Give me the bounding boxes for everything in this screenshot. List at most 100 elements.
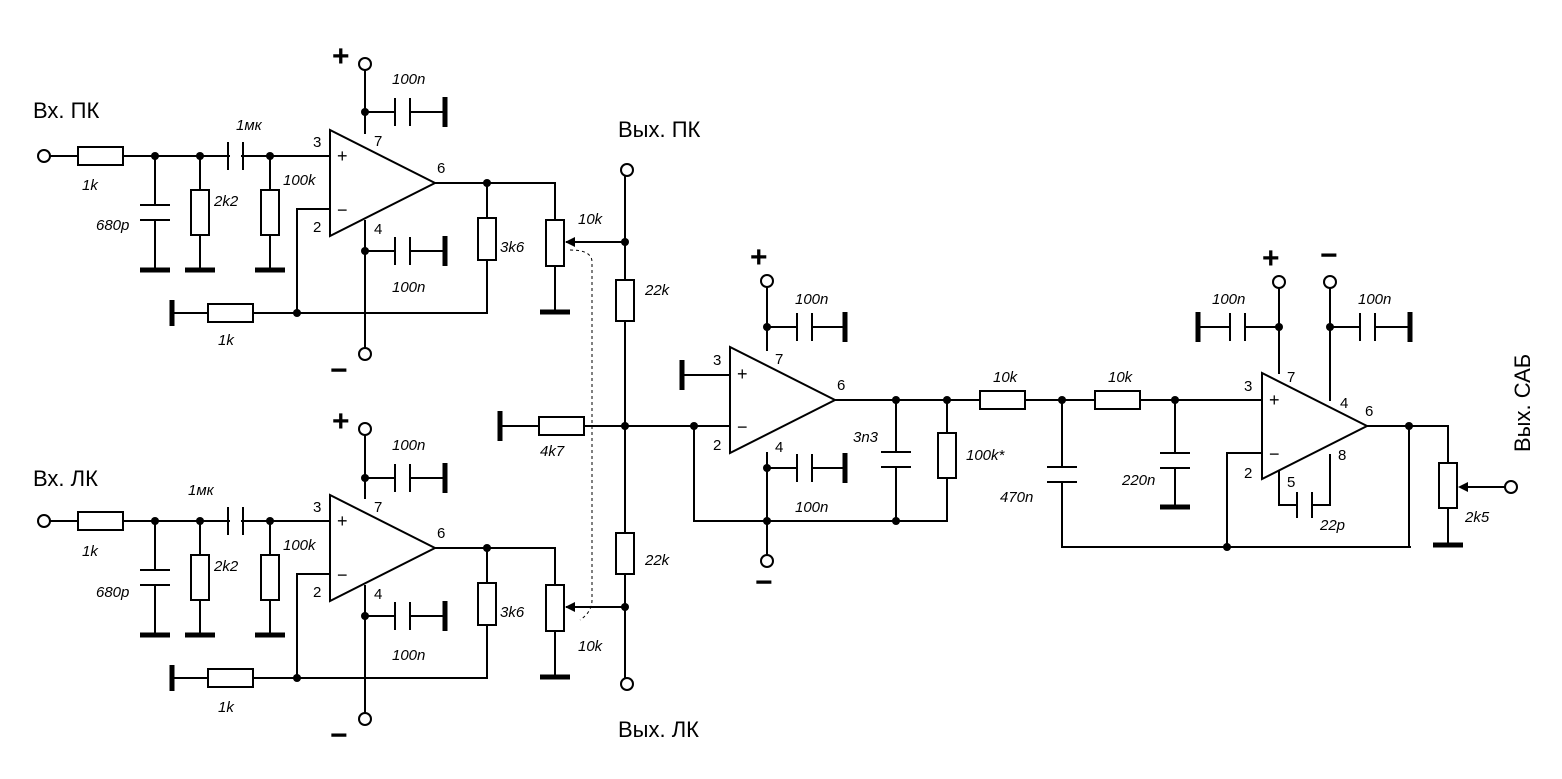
value-r2k2-top: 2k2: [213, 193, 239, 210]
opamp-top-plus: +: [337, 146, 348, 166]
supply-minus-middle: −: [755, 566, 773, 599]
value-r4k7: 4k7: [540, 443, 565, 460]
value-c22p: 22p: [1319, 517, 1345, 534]
supply-plus-terminal-middle: [760, 274, 774, 288]
value-c100n-top-a: 100n: [392, 71, 425, 88]
svg-text:4: 4: [775, 439, 783, 456]
opamp-bottom-minus: −: [337, 565, 348, 585]
resistor-3k6-top: [477, 217, 497, 261]
resistor-3k6-bottom: [477, 582, 497, 626]
value-r10k-filter-b: 10k: [1108, 369, 1134, 386]
value-c680p-bottom: 680p: [96, 584, 129, 601]
svg-text:4: 4: [1340, 395, 1348, 412]
svg-text:6: 6: [837, 377, 845, 394]
svg-text:6: 6: [1365, 403, 1373, 420]
value-r1k-bottom: 1k: [82, 543, 99, 560]
svg-text:2: 2: [313, 584, 321, 601]
label-out-sub: Вых. САБ: [1510, 354, 1535, 452]
svg-text:3: 3: [313, 499, 321, 516]
resistor-10k-filter-b: [1094, 390, 1141, 410]
resistor-1k-top: [77, 146, 124, 166]
value-r22k-top: 22k: [644, 282, 671, 299]
value-c680p-top: 680p: [96, 217, 129, 234]
value-r1k-feedback-bottom: 1k: [218, 699, 235, 716]
svg-text:6: 6: [437, 525, 445, 542]
value-c100n-sub-a: 100n: [1212, 291, 1245, 308]
value-c100n-middle-b: 100n: [795, 499, 828, 516]
svg-text:3: 3: [1244, 378, 1252, 395]
value-c100n-bottom-b: 100n: [392, 647, 425, 664]
value-c1mk-bottom: 1мк: [188, 482, 215, 499]
label-out-left: Вых. ЛК: [618, 717, 699, 742]
output-terminal-right: [620, 163, 634, 177]
opamp-middle-plus: +: [737, 364, 748, 384]
svg-text:3: 3: [313, 134, 321, 151]
supply-minus-terminal-bottom: [358, 712, 372, 726]
supply-plus-bottom: +: [332, 405, 350, 438]
potentiometer-10k-top: [545, 219, 565, 267]
value-r100k-bottom: 100k: [283, 537, 317, 554]
mixer-stage: Вых. ПК Вых. ЛК 22k 22k 4k7 + − + − 100n…: [497, 117, 1006, 742]
label-in-right: Вх. ПК: [33, 98, 99, 123]
resistor-100k-star: [937, 432, 957, 479]
resistor-2k2-bottom: [190, 554, 210, 601]
svg-text:5: 5: [1287, 474, 1295, 491]
value-r3k6-bottom: 3k6: [500, 604, 525, 621]
svg-text:4: 4: [374, 221, 382, 238]
opamp-middle: [729, 345, 838, 455]
opamp-subwoofer-plus: +: [1269, 390, 1280, 410]
svg-text:4: 4: [374, 586, 382, 603]
supply-plus-terminal-sub: [1272, 275, 1286, 289]
supply-minus-terminal-sub: [1323, 275, 1337, 289]
supply-plus-middle: +: [750, 241, 768, 274]
svg-text:7: 7: [1287, 369, 1295, 386]
resistor-2k2-top: [190, 189, 210, 236]
value-r2k2-bottom: 2k2: [213, 558, 239, 575]
opamp-bottom: [329, 493, 438, 603]
opamp-subwoofer: [1261, 371, 1370, 481]
supply-plus-sub: +: [1262, 242, 1280, 275]
svg-text:7: 7: [775, 351, 783, 368]
svg-text:3: 3: [713, 352, 721, 369]
value-r1k-feedback-top: 1k: [218, 332, 235, 349]
value-r100k-top: 100k: [283, 172, 317, 189]
svg-text:8: 8: [1338, 447, 1346, 464]
opamp-top: [329, 128, 438, 238]
resistor-22k-top: [615, 279, 635, 322]
supply-plus-top: +: [332, 40, 350, 73]
svg-text:7: 7: [374, 499, 382, 516]
value-c100n-top-b: 100n: [392, 279, 425, 296]
svg-text:2: 2: [1244, 465, 1252, 482]
svg-text:2: 2: [713, 437, 721, 454]
output-terminal-sub: [1504, 480, 1518, 494]
subwoofer-filter-stage: + − + − 10k 10k 470n 220n 100n 100n 22p …: [979, 239, 1535, 551]
channel-right-input-stage: + − Вх. ПК + − 1k 1мк 680p 2k2 100k 100n…: [33, 40, 626, 387]
resistor-1k-feedback-bottom: [207, 668, 254, 688]
value-r3k6-top: 3k6: [500, 239, 525, 256]
input-terminal-top: [37, 149, 51, 163]
supply-plus-terminal-bottom: [358, 422, 372, 436]
output-terminal-left: [620, 677, 634, 691]
value-c470n: 470n: [1000, 489, 1033, 506]
resistor-1k-bottom: [77, 511, 124, 531]
potentiometer-10k-bottom: [545, 584, 565, 632]
potentiometer-2k5: [1438, 462, 1458, 509]
resistor-10k-filter-a: [979, 390, 1026, 410]
svg-text:6: 6: [437, 160, 445, 177]
opamp-bottom-plus: +: [337, 511, 348, 531]
svg-text:7: 7: [374, 133, 382, 150]
value-c220n: 220n: [1121, 472, 1155, 489]
value-c100n-bottom-a: 100n: [392, 437, 425, 454]
supply-minus-terminal-top: [358, 347, 372, 361]
value-pot2k5: 2k5: [1464, 509, 1490, 526]
input-terminal-bottom: [37, 514, 51, 528]
resistor-100k-top: [260, 189, 280, 236]
opamp-top-minus: −: [337, 200, 348, 220]
value-r100k-star: 100k*: [966, 447, 1006, 464]
value-r1k-top: 1k: [82, 177, 99, 194]
value-c100n-middle-a: 100n: [795, 291, 828, 308]
opamp-subwoofer-minus: −: [1269, 444, 1280, 464]
supply-minus-sub: −: [1320, 239, 1338, 272]
supply-minus-terminal-middle: [760, 554, 774, 568]
